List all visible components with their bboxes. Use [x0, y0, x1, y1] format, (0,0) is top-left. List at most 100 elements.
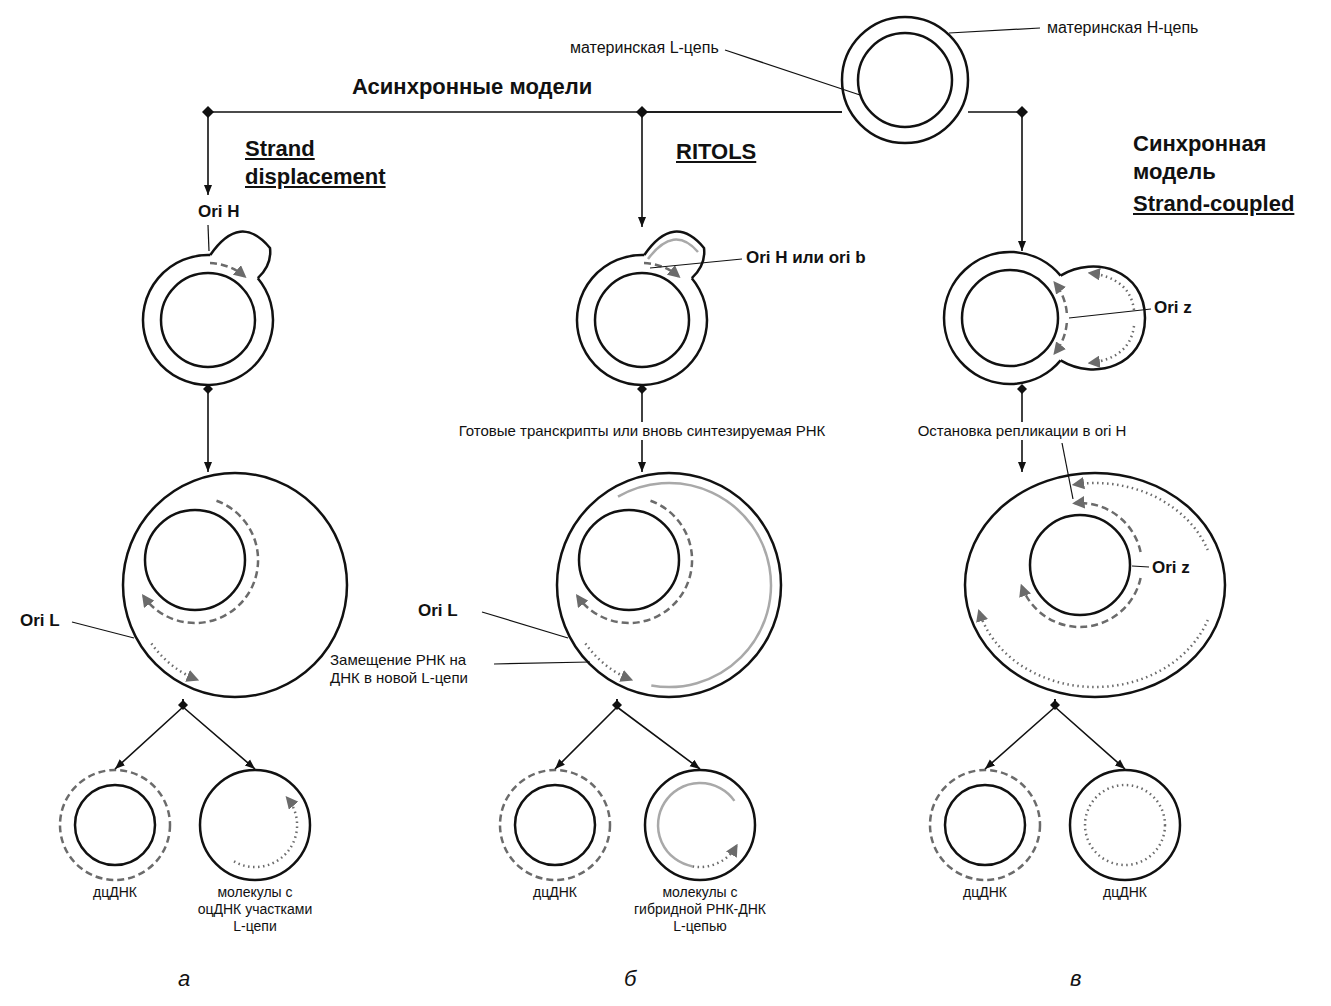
new-h-strand — [1055, 283, 1067, 313]
product-caption: дцДНК — [45, 884, 185, 901]
dna-strand — [945, 785, 1025, 865]
product-caption: дцДНК — [1055, 884, 1195, 901]
origin-label: Ori H или ori b — [746, 248, 866, 268]
origin-label: Ori H — [198, 202, 240, 222]
new-l-strand — [234, 798, 297, 867]
model-heading: Strand-coupled — [1133, 190, 1294, 218]
replication-intermediate: Ori z — [965, 473, 1225, 697]
connector-arrow — [208, 112, 842, 195]
replication-intermediate: Ori L — [123, 473, 347, 697]
origin-label: Ori L — [20, 611, 60, 631]
leader-line — [949, 28, 1040, 33]
dna-strand — [123, 473, 347, 697]
origin-label: Ori L — [418, 601, 458, 621]
dna-strand — [858, 33, 952, 127]
panel-letter: а — [178, 966, 190, 992]
dna-strand — [1070, 770, 1180, 880]
dna-strand — [595, 273, 689, 367]
connector-arrow — [985, 699, 1055, 769]
connector-arrow — [617, 699, 700, 769]
dna-strand — [210, 232, 270, 279]
new-h-strand — [1055, 323, 1067, 353]
callout-note: Замещение РНК на ДНК в новой L-цепи — [330, 651, 490, 687]
new-h-strand — [500, 770, 610, 880]
model-heading: RITOLS — [676, 138, 756, 166]
dna-strand — [579, 510, 679, 610]
dna-strand — [161, 273, 255, 367]
leader-line — [482, 612, 568, 638]
new-h-strand — [1075, 503, 1141, 552]
rna-strand — [648, 240, 698, 259]
leader-line — [208, 225, 209, 251]
product-molecule: дцДНК — [45, 770, 185, 940]
dna-strand — [1030, 515, 1130, 615]
connector-arrow — [642, 112, 842, 227]
product-caption: молекулы с оцДНК участками L-цепи — [196, 884, 314, 934]
connector-arrow — [1055, 699, 1125, 769]
new-h-strand — [60, 770, 170, 880]
dna-strand — [515, 785, 595, 865]
dna-strand — [75, 785, 155, 865]
replication-intermediate: Ori z — [943, 252, 1147, 387]
edge-label: Готовые транскрипты или вновь синтезируе… — [454, 422, 831, 440]
new-l-strand — [1090, 273, 1134, 310]
product-molecule: молекулы с гибридной РНК-ДНК L-цепью — [630, 770, 770, 940]
origin-label: Ori z — [1154, 298, 1192, 318]
panel-letter: б — [624, 966, 636, 992]
leader-line — [725, 50, 860, 95]
dna-strand — [962, 270, 1058, 366]
edge-label: Остановка репликации в ori H — [913, 422, 1132, 440]
connector-arrow — [207, 389, 209, 472]
dna-strand — [143, 255, 273, 385]
model-heading: Strand displacement — [245, 135, 430, 190]
new-h-strand — [1022, 578, 1141, 627]
product-molecule: молекулы с оцДНК участками L-цепи — [185, 770, 325, 940]
dna-strand — [577, 255, 707, 385]
new-l-strand — [585, 644, 630, 680]
new-l-strand — [151, 644, 196, 680]
dna-strand — [145, 510, 245, 610]
new-l-strand — [693, 846, 737, 867]
connector-arrow — [968, 112, 1022, 251]
new-h-strand — [143, 501, 258, 623]
leader-line — [650, 259, 742, 268]
leader-line — [1069, 309, 1151, 318]
product-molecule: дцДНК — [485, 770, 625, 940]
rna-strand — [618, 483, 771, 687]
new-h-strand — [930, 770, 1040, 880]
product-molecule: дцДНК — [915, 770, 1055, 940]
new-h-strand — [644, 263, 679, 276]
new-l-strand — [1090, 326, 1134, 363]
dna-strand — [842, 17, 968, 143]
new-l-strand — [979, 611, 1208, 687]
dna-strand — [557, 473, 781, 697]
new-h-strand — [210, 263, 245, 276]
dna-strand — [944, 252, 1061, 384]
panel-letter: в — [1070, 966, 1081, 992]
dna-strand — [965, 473, 1225, 697]
replication-intermediate: Ori H — [142, 196, 274, 387]
parent-mtdna-circle: материнская L-цепьматеринская H-цепь — [842, 17, 968, 143]
model-heading: Синхронная модель — [1133, 130, 1323, 185]
connector-arrow — [555, 699, 617, 769]
product-caption: дцДНК — [485, 884, 625, 901]
product-caption: дцДНК — [915, 884, 1055, 901]
dna-strand — [645, 770, 755, 880]
product-caption: молекулы с гибридной РНК-ДНК L-цепью — [627, 884, 773, 934]
origin-label: Ori z — [1152, 558, 1190, 578]
leader-line — [1132, 566, 1149, 567]
connector-arrow — [115, 699, 183, 769]
group-heading: Асинхронные модели — [352, 73, 592, 101]
leader-line — [1062, 443, 1073, 499]
strand-label: материнская L-цепь — [570, 38, 719, 57]
replication-intermediate: Ori H или ori b — [576, 228, 708, 387]
dna-strand — [644, 232, 704, 279]
new-l-strand — [1074, 483, 1208, 550]
product-molecule: дцДНК — [1055, 770, 1195, 940]
new-l-strand — [1085, 785, 1165, 865]
